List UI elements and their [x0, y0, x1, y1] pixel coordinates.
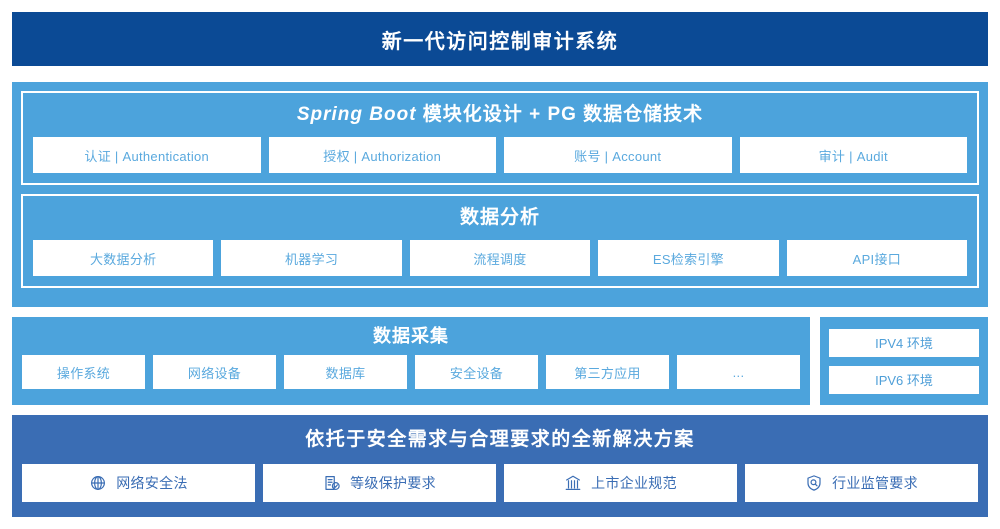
- platform-item-audit[interactable]: 审计 | Audit: [739, 137, 967, 173]
- analysis-item-bigdata[interactable]: 大数据分析: [33, 240, 214, 276]
- globe-icon: [91, 476, 106, 490]
- solutions-items: 网络安全法 等级保护要求: [22, 464, 978, 502]
- solutions-item-label: 上市企业规范: [591, 475, 677, 491]
- analysis-item-api[interactable]: API接口: [786, 240, 968, 276]
- solutions-item-classified-protection[interactable]: 等级保护要求: [263, 464, 496, 502]
- collection-item-database[interactable]: 数据库: [284, 355, 407, 389]
- solutions-item-label: 网络安全法: [116, 475, 188, 491]
- platform-item-account[interactable]: 账号 | Account: [504, 137, 732, 173]
- collection-items: 操作系统 网络设备 数据库 安全设备 第三方应用 ...: [22, 355, 800, 389]
- solutions-item-label: 等级保护要求: [350, 475, 436, 491]
- analysis-item-machine-learning[interactable]: 机器学习: [221, 240, 402, 276]
- collection-section-title: 数据采集: [373, 326, 449, 346]
- collection-item-os[interactable]: 操作系统: [22, 355, 145, 389]
- page-title: 新一代访问控制审计系统: [381, 30, 619, 53]
- collection-panel: 数据采集 操作系统 网络设备 数据库 安全设备 第三方应用 ...: [12, 317, 810, 405]
- analysis-section-title: 数据分析: [459, 207, 540, 228]
- collection-item-network-device[interactable]: 网络设备: [153, 355, 276, 389]
- solutions-section-title: 依托于安全需求与合理要求的全新解决方案: [305, 429, 695, 450]
- analysis-item-es-search[interactable]: ES检索引擎: [598, 240, 779, 276]
- solutions-item-listed-company-standards[interactable]: 上市企业规范: [504, 464, 737, 502]
- analysis-items: 大数据分析 机器学习 流程调度 ES检索引擎 API接口: [33, 240, 968, 276]
- platform-title-rest: 模块化设计 + PG 数据仓储技术: [416, 104, 704, 125]
- platform-title-italic: Spring Boot: [296, 104, 417, 125]
- platform-section-title: Spring Boot 模块化设计 + PG 数据仓储技术: [33, 101, 967, 129]
- platform-section: Spring Boot 模块化设计 + PG 数据仓储技术 认证 | Authe…: [21, 91, 979, 185]
- bank-icon: [565, 475, 581, 490]
- solutions-item-industry-regulation[interactable]: 行业监管要求: [745, 464, 978, 502]
- solutions-panel: 依托于安全需求与合理要求的全新解决方案 网络安全法: [12, 415, 988, 517]
- platform-item-authorization[interactable]: 授权 | Authorization: [268, 137, 496, 173]
- solutions-item-label: 行业监管要求: [832, 475, 918, 491]
- environment-item-ipv6[interactable]: IPV6 环境: [829, 365, 979, 394]
- environment-panel: IPV4 环境 IPV6 环境: [820, 317, 988, 405]
- document-check-icon: [325, 476, 340, 490]
- platform-item-authentication[interactable]: 认证 | Authentication: [33, 137, 261, 173]
- top-panel: Spring Boot 模块化设计 + PG 数据仓储技术 认证 | Authe…: [12, 82, 988, 307]
- analysis-section: 数据分析 大数据分析 机器学习 流程调度 ES检索引擎 API接口: [21, 194, 979, 288]
- platform-items: 认证 | Authentication 授权 | Authorization 账…: [33, 137, 967, 173]
- collection-item-more[interactable]: ...: [677, 355, 800, 389]
- page-header: 新一代访问控制审计系统: [12, 12, 988, 66]
- shield-search-icon: [807, 475, 821, 491]
- analysis-item-process-scheduling[interactable]: 流程调度: [409, 240, 591, 276]
- collection-item-third-party-app[interactable]: 第三方应用: [546, 355, 669, 389]
- collection-item-security-device[interactable]: 安全设备: [415, 355, 538, 389]
- solutions-item-cybersecurity-law[interactable]: 网络安全法: [22, 464, 255, 502]
- environment-item-ipv4[interactable]: IPV4 环境: [829, 328, 979, 357]
